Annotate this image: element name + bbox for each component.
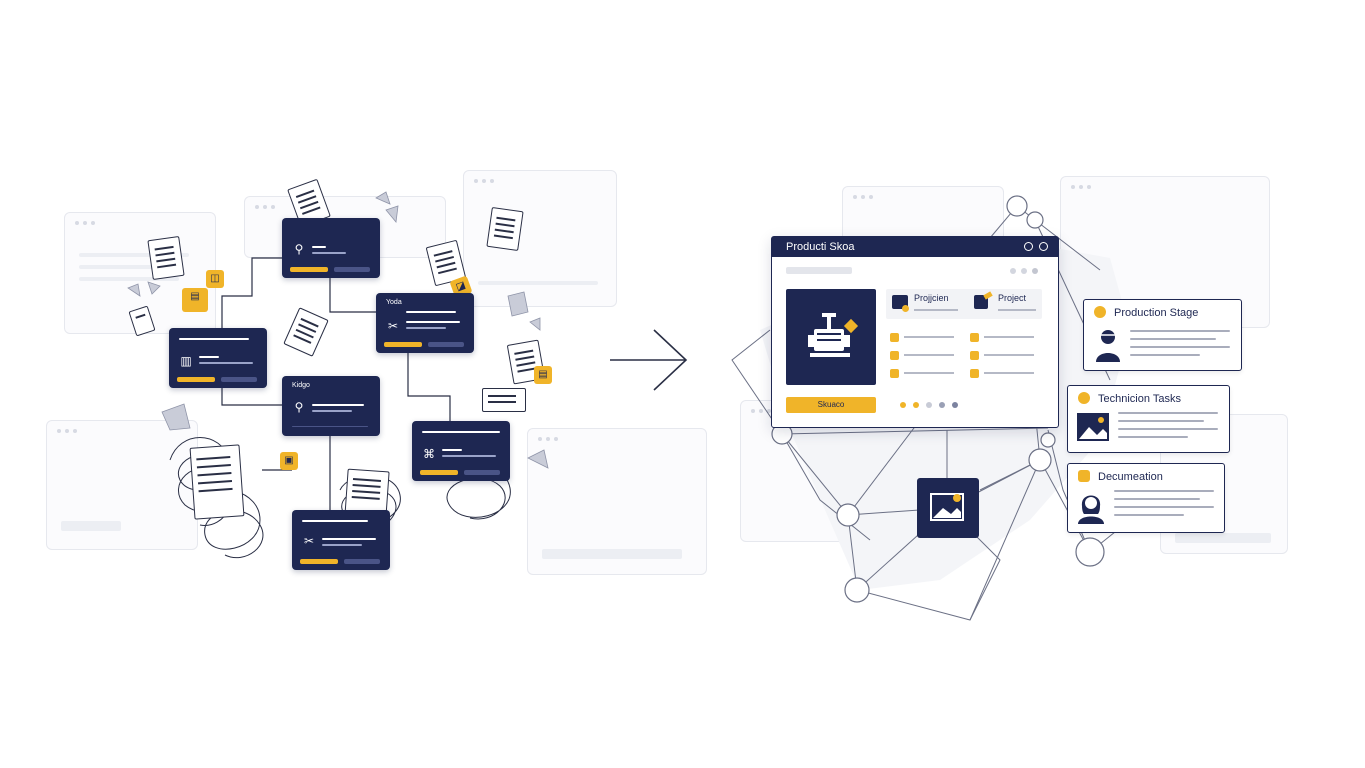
item-line <box>914 309 958 311</box>
project-row: Projjcien Project <box>886 289 1042 319</box>
worker-avatar-icon <box>1096 330 1120 362</box>
badge-icon <box>1078 470 1090 482</box>
process-card[interactable]: ✂ <box>292 510 390 570</box>
stage-title: Decumeation <box>1098 471 1163 483</box>
stage-card-technician[interactable]: Technicion Tasks <box>1067 385 1230 453</box>
pager-dots[interactable] <box>900 402 958 408</box>
primary-button[interactable]: Skuaco <box>786 397 876 413</box>
badge-icon <box>1094 306 1106 318</box>
product-thumbnail[interactable] <box>786 289 876 385</box>
ghost-panel <box>527 428 707 575</box>
window-subtitle-bar <box>786 267 852 274</box>
item-label: Projjcien <box>914 293 949 303</box>
badge-icon <box>1078 392 1090 404</box>
process-card[interactable]: Yoda ✂ <box>376 293 474 353</box>
tools-icon: ✂ <box>387 319 399 333</box>
process-card[interactable]: ⚲ <box>282 218 380 278</box>
product-window[interactable]: Producti Skoa Projjcien <box>771 236 1059 428</box>
folder-icon: ▤ <box>182 288 208 312</box>
stage-card-documentation[interactable]: Decumeation <box>1067 463 1225 533</box>
stage-title: Technicion Tasks <box>1098 393 1181 405</box>
id-card-icon: ▥ <box>180 354 192 368</box>
window-control-icon[interactable] <box>1039 242 1048 251</box>
folder-icon: ◫ <box>206 270 224 288</box>
document-icon <box>482 388 526 412</box>
stage-title: Production Stage <box>1114 307 1199 319</box>
stage-card-production[interactable]: Production Stage <box>1083 299 1242 371</box>
box-icon: ▣ <box>280 452 298 470</box>
badge-dot <box>902 305 909 312</box>
card-title: Yoda <box>386 299 402 306</box>
window-title: Producti Skoa <box>786 241 855 253</box>
document-icon: ▤ <box>534 366 552 384</box>
woman-avatar-icon <box>1078 495 1104 524</box>
item-label: Project <box>998 293 1027 303</box>
group-icon: ⌘ <box>423 447 435 461</box>
ghost-panel <box>46 420 198 550</box>
image-icon <box>930 493 964 521</box>
item-line <box>998 309 1036 311</box>
process-card[interactable]: ⌘ <box>412 421 510 481</box>
badge-icon: ⚲ <box>294 242 304 256</box>
image-icon <box>1077 413 1109 441</box>
task-list <box>886 329 1042 385</box>
tools-icon: ✂ <box>303 534 315 548</box>
window-titlebar: Producti Skoa <box>772 237 1058 257</box>
process-card[interactable]: Kidgo ⚲ <box>282 376 380 436</box>
process-card[interactable]: ▥ <box>169 328 267 388</box>
window-control-icon[interactable] <box>1024 242 1033 251</box>
machine-icon <box>808 313 859 357</box>
hammer-accent <box>983 291 993 300</box>
search-icon: ⚲ <box>294 400 304 414</box>
arrow-right-icon <box>610 329 688 391</box>
image-tile[interactable] <box>917 478 979 538</box>
card-title: Kidgo <box>292 382 310 389</box>
window-dots <box>1010 268 1038 274</box>
